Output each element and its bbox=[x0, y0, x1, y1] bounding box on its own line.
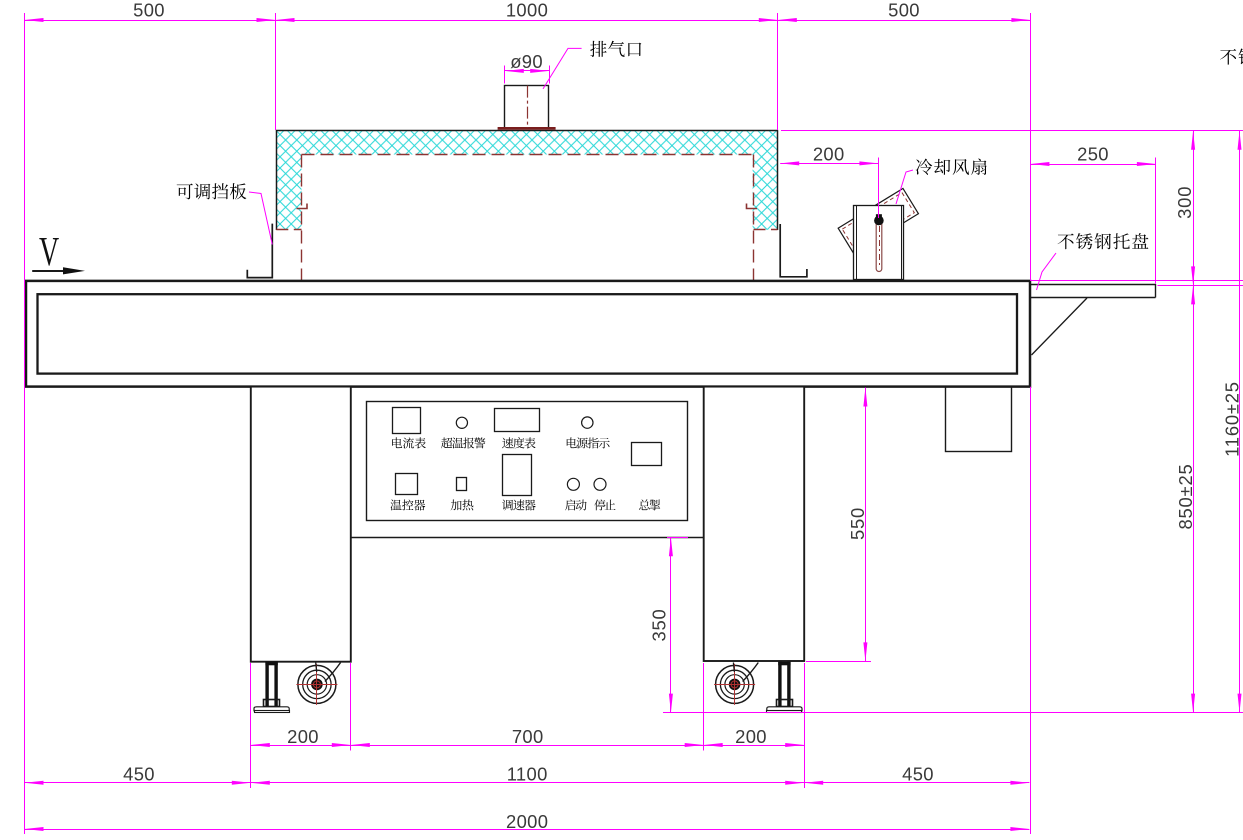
svg-text:2000: 2000 bbox=[506, 811, 548, 832]
svg-text:1160±25: 1160±25 bbox=[1221, 381, 1242, 457]
svg-text:250: 250 bbox=[1077, 143, 1109, 164]
svg-text:1000: 1000 bbox=[506, 0, 548, 21]
svg-text:450: 450 bbox=[123, 763, 155, 784]
svg-text:500: 500 bbox=[133, 0, 165, 21]
svg-text:300: 300 bbox=[1174, 186, 1195, 219]
svg-text:500: 500 bbox=[888, 0, 920, 21]
svg-text:450: 450 bbox=[902, 763, 934, 784]
svg-text:V: V bbox=[39, 229, 59, 275]
svg-text:1100: 1100 bbox=[507, 763, 548, 784]
svg-text:ø90: ø90 bbox=[510, 51, 543, 72]
svg-text:200: 200 bbox=[735, 726, 767, 747]
svg-text:700: 700 bbox=[512, 726, 544, 747]
svg-text:550: 550 bbox=[847, 507, 868, 540]
svg-text:350: 350 bbox=[649, 608, 670, 641]
svg-text:200: 200 bbox=[287, 726, 319, 747]
svg-text:850±25: 850±25 bbox=[1175, 463, 1196, 529]
svg-text:200: 200 bbox=[813, 143, 845, 164]
